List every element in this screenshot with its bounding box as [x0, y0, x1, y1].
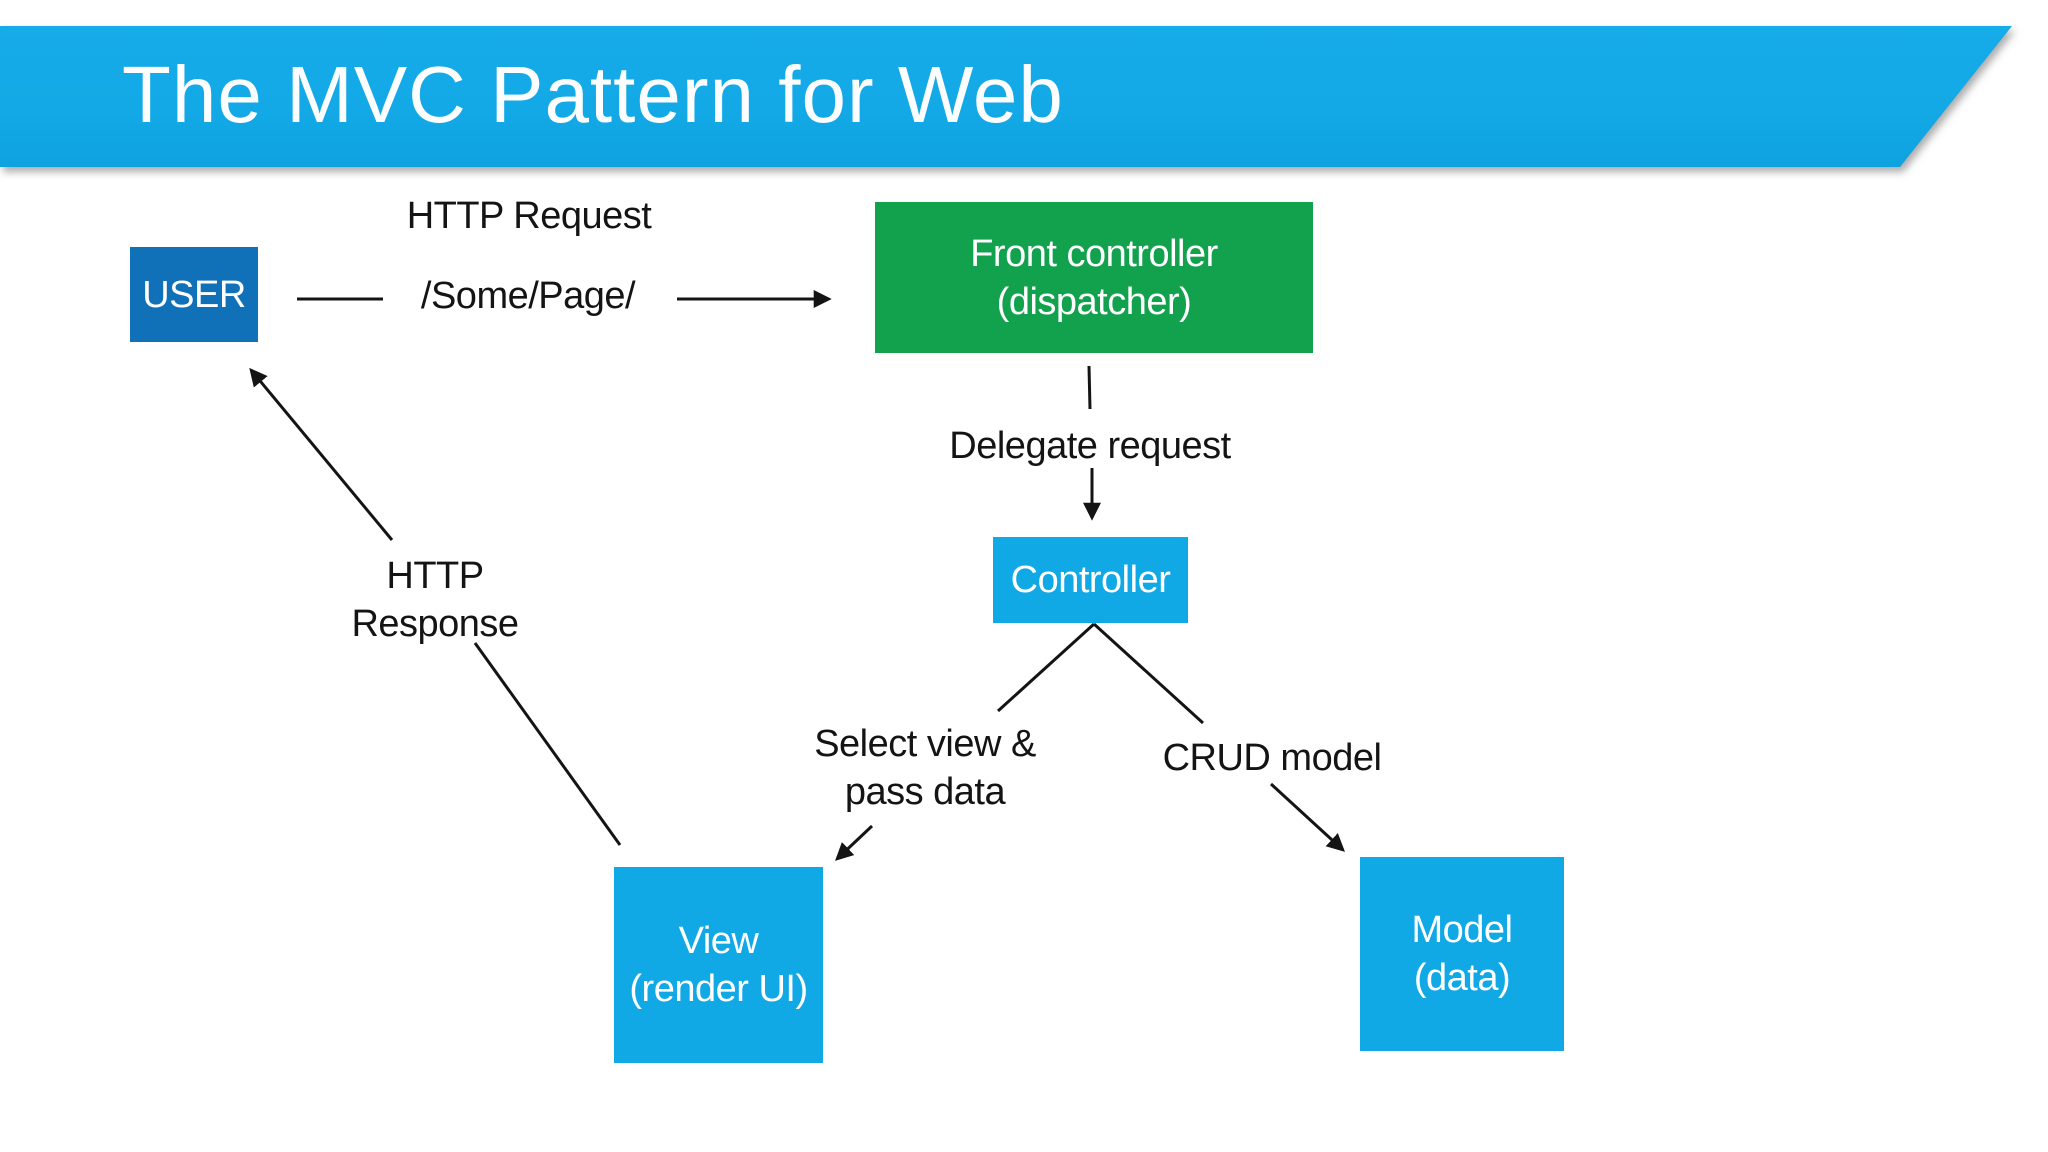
label-crud-model: CRUD model: [1163, 734, 1382, 782]
edge-controller-to-view-seg1: [996, 622, 1096, 713]
label-http-request: HTTP Request: [407, 192, 652, 240]
node-user: USER: [130, 247, 258, 342]
node-model-label: Model: [1411, 909, 1514, 951]
label-crud-model-text: CRUD model: [1162, 737, 1382, 779]
slide-title: The MVC Pattern for Web: [122, 50, 1064, 139]
title-banner-shape: [0, 26, 2012, 167]
edge-controller-to-model-seg1: [1092, 622, 1205, 725]
node-view-sublabel: (render UI): [629, 968, 808, 1010]
node-view-label: View: [678, 920, 759, 962]
node-front-controller: Front controller (dispatcher): [875, 202, 1313, 353]
title-banner: The MVC Pattern for Web: [0, 26, 2012, 167]
label-request-path-text: /Some/Page/: [420, 275, 636, 317]
label-select-view-line1: Select view &: [814, 723, 1036, 765]
edge-controller-to-view-arrow: [835, 824, 874, 861]
node-user-label: USER: [142, 273, 246, 316]
label-select-view: Select view & pass data: [814, 720, 1036, 816]
label-delegate-request-text: Delegate request: [949, 425, 1231, 467]
node-controller: Controller: [993, 537, 1188, 623]
node-front-controller-sublabel: (dispatcher): [996, 280, 1192, 323]
node-view: View (render UI): [614, 867, 823, 1063]
label-http-response-line1: HTTP: [386, 555, 484, 597]
label-request-path: /Some/Page/: [420, 272, 636, 320]
node-model: Model (data): [1360, 857, 1564, 1051]
node-front-controller-label: Front controller: [970, 232, 1218, 275]
edge-view-to-user-arrow: [249, 367, 394, 541]
node-controller-label: Controller: [1010, 559, 1171, 601]
label-http-request-text: HTTP Request: [406, 195, 652, 237]
edge-front-to-controller-seg1: [1087, 365, 1092, 410]
edge-view-to-user-seg2: [473, 642, 622, 846]
label-http-response-line2: Response: [351, 603, 519, 645]
label-delegate-request: Delegate request: [949, 422, 1231, 470]
label-http-response: HTTP Response: [351, 552, 519, 648]
node-model-sublabel: (data): [1413, 957, 1511, 999]
edge-controller-to-model-arrow: [1269, 782, 1345, 852]
label-select-view-line2: pass data: [844, 771, 1006, 813]
